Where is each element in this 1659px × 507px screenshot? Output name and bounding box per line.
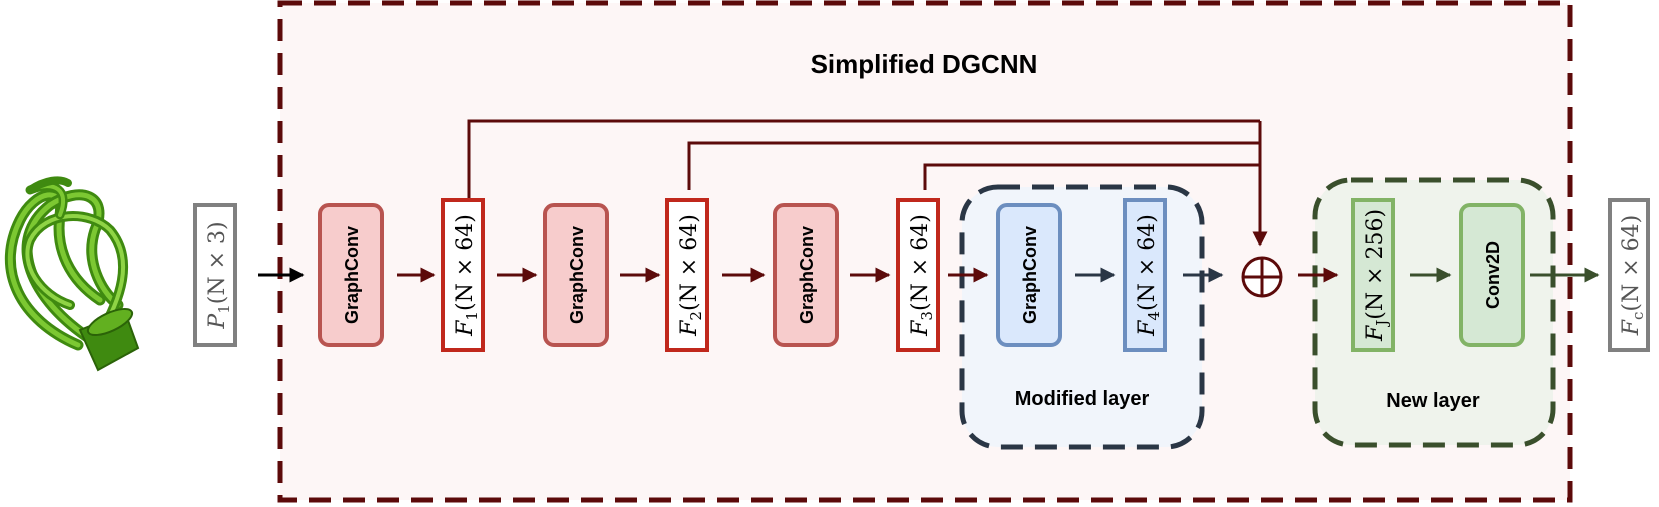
diagram-title: Simplified DGCNN bbox=[811, 49, 1038, 79]
feature-fj-sub: J bbox=[1373, 320, 1391, 328]
graphconv-3-label: GraphConv bbox=[797, 226, 817, 324]
output-fc-dims: (N × 64) bbox=[1619, 215, 1644, 312]
skip-connection-f3 bbox=[923, 163, 1260, 190]
plant-object-illustration bbox=[4, 176, 140, 372]
feature-f1-name: F bbox=[453, 320, 478, 337]
feature-f4-name: F bbox=[1135, 320, 1160, 337]
graphconv-4-label: GraphConv bbox=[1020, 226, 1040, 324]
output-fc-name: F bbox=[1619, 319, 1644, 336]
feature-f2-name: F bbox=[677, 320, 702, 337]
feature-f4-dims: (N × 64) bbox=[1135, 214, 1160, 311]
input-p1-sub: 1 bbox=[215, 304, 233, 314]
graphconv-2-box: GraphConv bbox=[543, 203, 609, 347]
output-fc-sub: c bbox=[1629, 312, 1647, 320]
feature-f1-sub: 1 bbox=[463, 311, 481, 321]
svg-text:Fc(N × 64): Fc(N × 64) bbox=[1619, 215, 1647, 337]
input-p1-dims: (N × 3) bbox=[205, 221, 230, 304]
conv2d-label: Conv2D bbox=[1483, 241, 1503, 309]
conv2d-box bbox=[1459, 203, 1525, 347]
new-layer-group: FJ(N × 256) Conv2D New layer bbox=[1312, 177, 1556, 448]
svg-text:F2(N × 64): F2(N × 64) bbox=[677, 214, 705, 337]
input-p1-name: P bbox=[205, 313, 230, 330]
feature-f3-sub: 3 bbox=[918, 311, 936, 321]
skip-connection-f1 bbox=[467, 119, 1260, 198]
graphconv-2-label: GraphConv bbox=[567, 226, 587, 324]
feature-f2-box: F2(N × 64) bbox=[665, 198, 709, 352]
feature-fj-dims: (N × 256) bbox=[1363, 209, 1388, 320]
input-p1-box: P1(N × 3) bbox=[193, 203, 237, 347]
feature-fj-box bbox=[1351, 198, 1395, 352]
feature-f2-sub: 2 bbox=[687, 311, 705, 321]
output-fc-box: Fc(N × 64) bbox=[1608, 198, 1650, 352]
feature-f3-name: F bbox=[908, 320, 933, 337]
feature-f1-box: F1(N × 64) bbox=[441, 198, 485, 352]
skip-connection-f2 bbox=[687, 141, 1260, 190]
feature-f3-box: F3(N × 64) bbox=[896, 198, 940, 352]
graphconv-4-box bbox=[996, 203, 1062, 347]
feature-f4-sub: 4 bbox=[1145, 311, 1163, 321]
svg-text:F3(N × 64): F3(N × 64) bbox=[908, 214, 936, 337]
svg-text:FJ(N × 256): FJ(N × 256) bbox=[1363, 209, 1391, 342]
svg-text:F1(N × 64): F1(N × 64) bbox=[453, 214, 481, 337]
feature-f2-dims: (N × 64) bbox=[677, 214, 702, 311]
svg-text:F4(N × 64): F4(N × 64) bbox=[1135, 214, 1163, 337]
new-layer-label: New layer bbox=[1386, 390, 1480, 412]
feature-f4-box bbox=[1123, 198, 1167, 352]
graphconv-1-label: GraphConv bbox=[342, 226, 362, 324]
sum-operator bbox=[1241, 256, 1283, 298]
feature-f1-dims: (N × 64) bbox=[453, 214, 478, 311]
modified-layer-label: Modified layer bbox=[1015, 388, 1150, 410]
svg-text:P1(N × 3): P1(N × 3) bbox=[205, 221, 233, 329]
feature-f3-dims: (N × 64) bbox=[908, 214, 933, 311]
graphconv-3-box: GraphConv bbox=[773, 203, 839, 347]
modified-layer-group: GraphConv F4(N × 64) Modified layer bbox=[959, 184, 1205, 450]
graphconv-1-box: GraphConv bbox=[318, 203, 384, 347]
feature-fj-name: F bbox=[1363, 325, 1388, 342]
